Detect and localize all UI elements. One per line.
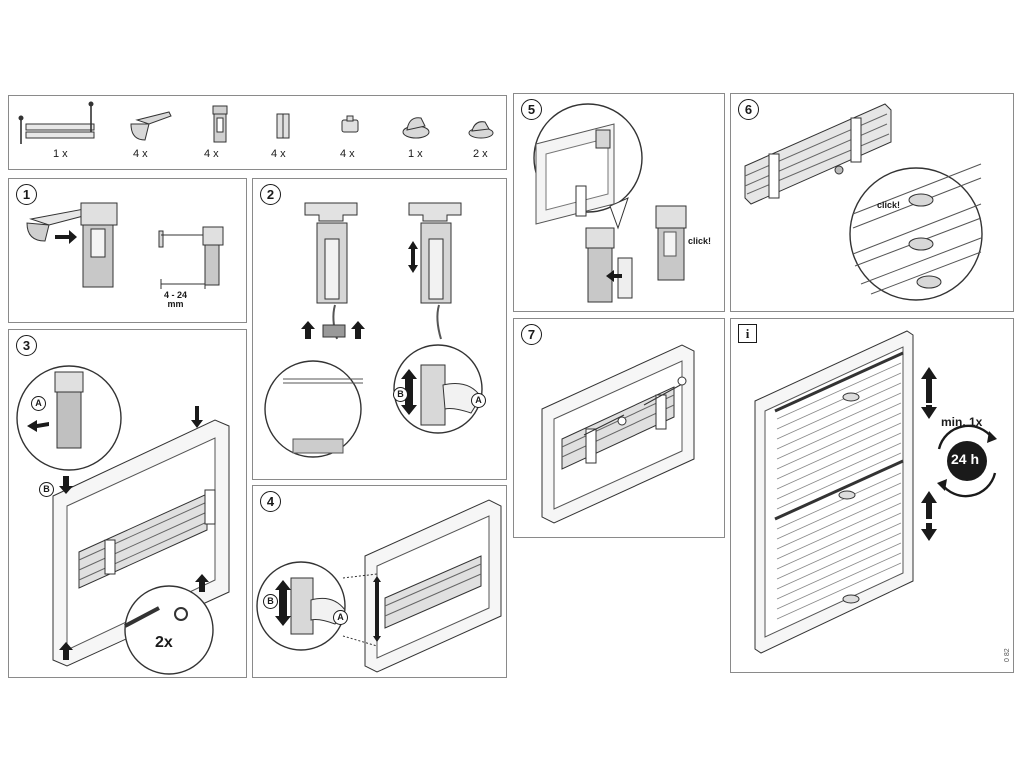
clock-24h-icon	[947, 441, 987, 481]
rail-bracket-set-icon	[18, 101, 95, 144]
arrow-right-icon	[55, 230, 77, 244]
step-5-click: click!	[688, 236, 712, 246]
step-2-label-a: A	[471, 393, 486, 408]
step-6-click: click!	[877, 200, 901, 210]
part-qty-bracket-cover: 4 x	[271, 148, 286, 160]
step-6-illustration	[744, 103, 983, 301]
part-qty-handle-tall: 1 x	[408, 148, 423, 160]
step-1-panel: 1 4 - 24 mm	[8, 178, 247, 323]
step-6-panel: 6 click!	[730, 93, 1014, 312]
step-5-illustration	[533, 103, 687, 303]
step-3-count: 2x	[155, 634, 173, 651]
double-arrow-icon	[401, 369, 417, 415]
arrow-up-icon	[195, 574, 209, 592]
step-3-number: 3	[16, 335, 37, 356]
arrow-up-icon	[59, 642, 73, 660]
handle-tall-icon	[402, 117, 430, 139]
parts-illustrations	[18, 101, 494, 144]
info-panel: i min. 1x 24 h	[730, 318, 1014, 673]
step-3-panel: 3 A B 2x	[8, 329, 247, 678]
step-7-panel: 7	[513, 318, 725, 538]
clamp-bracket-icon	[212, 105, 228, 143]
part-qty-rail: 1 x	[53, 148, 68, 160]
step-7-number: 7	[521, 324, 542, 345]
part-qty-clamp-bracket: 4 x	[204, 148, 219, 160]
info-hours-label: 24 h	[951, 451, 980, 467]
step-4-label-a: A	[333, 610, 348, 625]
step-4-label-b: B	[263, 594, 278, 609]
parts-panel: 1 x 4 x 4 x 4 x 4 x 1 x 2 x	[8, 95, 507, 170]
step-6-number: 6	[738, 99, 759, 120]
step-4-panel: 4 B A	[252, 485, 507, 678]
part-qty-handle-small: 2 x	[473, 148, 488, 160]
arrow-down-icon	[191, 406, 203, 428]
double-arrow-icon	[408, 241, 418, 273]
arrow-up-icon	[301, 321, 315, 339]
step-2-illustration	[264, 202, 483, 458]
info-min-label: min. 1x	[941, 415, 983, 429]
handle-small-icon	[468, 121, 494, 139]
up-down-arrow-icon	[921, 491, 937, 541]
step-4-number: 4	[260, 491, 281, 512]
part-qty-cord-clip: 4 x	[340, 148, 355, 160]
double-arrow-icon	[275, 580, 291, 626]
step-1-illustration	[26, 202, 224, 289]
step-3-label-b: B	[39, 482, 54, 497]
info-illustration	[754, 330, 997, 654]
arrow-down-icon	[59, 476, 73, 494]
step-7-illustration	[541, 344, 695, 524]
step-4-illustration	[256, 499, 502, 673]
step-1-number: 1	[16, 184, 37, 205]
document-code: 0 82	[1004, 648, 1011, 662]
cord-clip-icon	[341, 115, 359, 133]
part-qty-clamp-arm: 4 x	[133, 148, 148, 160]
clamp-arm-icon	[130, 111, 172, 141]
bracket-cover-icon	[276, 113, 290, 139]
step-5-panel: 5 click!	[513, 93, 725, 312]
arrow-up-icon	[351, 321, 365, 339]
step-3-illustration	[16, 365, 230, 675]
step-5-number: 5	[521, 99, 542, 120]
step-2-label-b: B	[393, 387, 408, 402]
step-3-label-a: A	[31, 396, 46, 411]
info-icon: i	[738, 324, 757, 343]
step-1-measure: 4 - 24 mm	[164, 290, 188, 309]
up-down-arrow-icon	[921, 367, 937, 419]
step-2-panel: 2 B A	[252, 178, 507, 480]
step-2-number: 2	[260, 184, 281, 205]
